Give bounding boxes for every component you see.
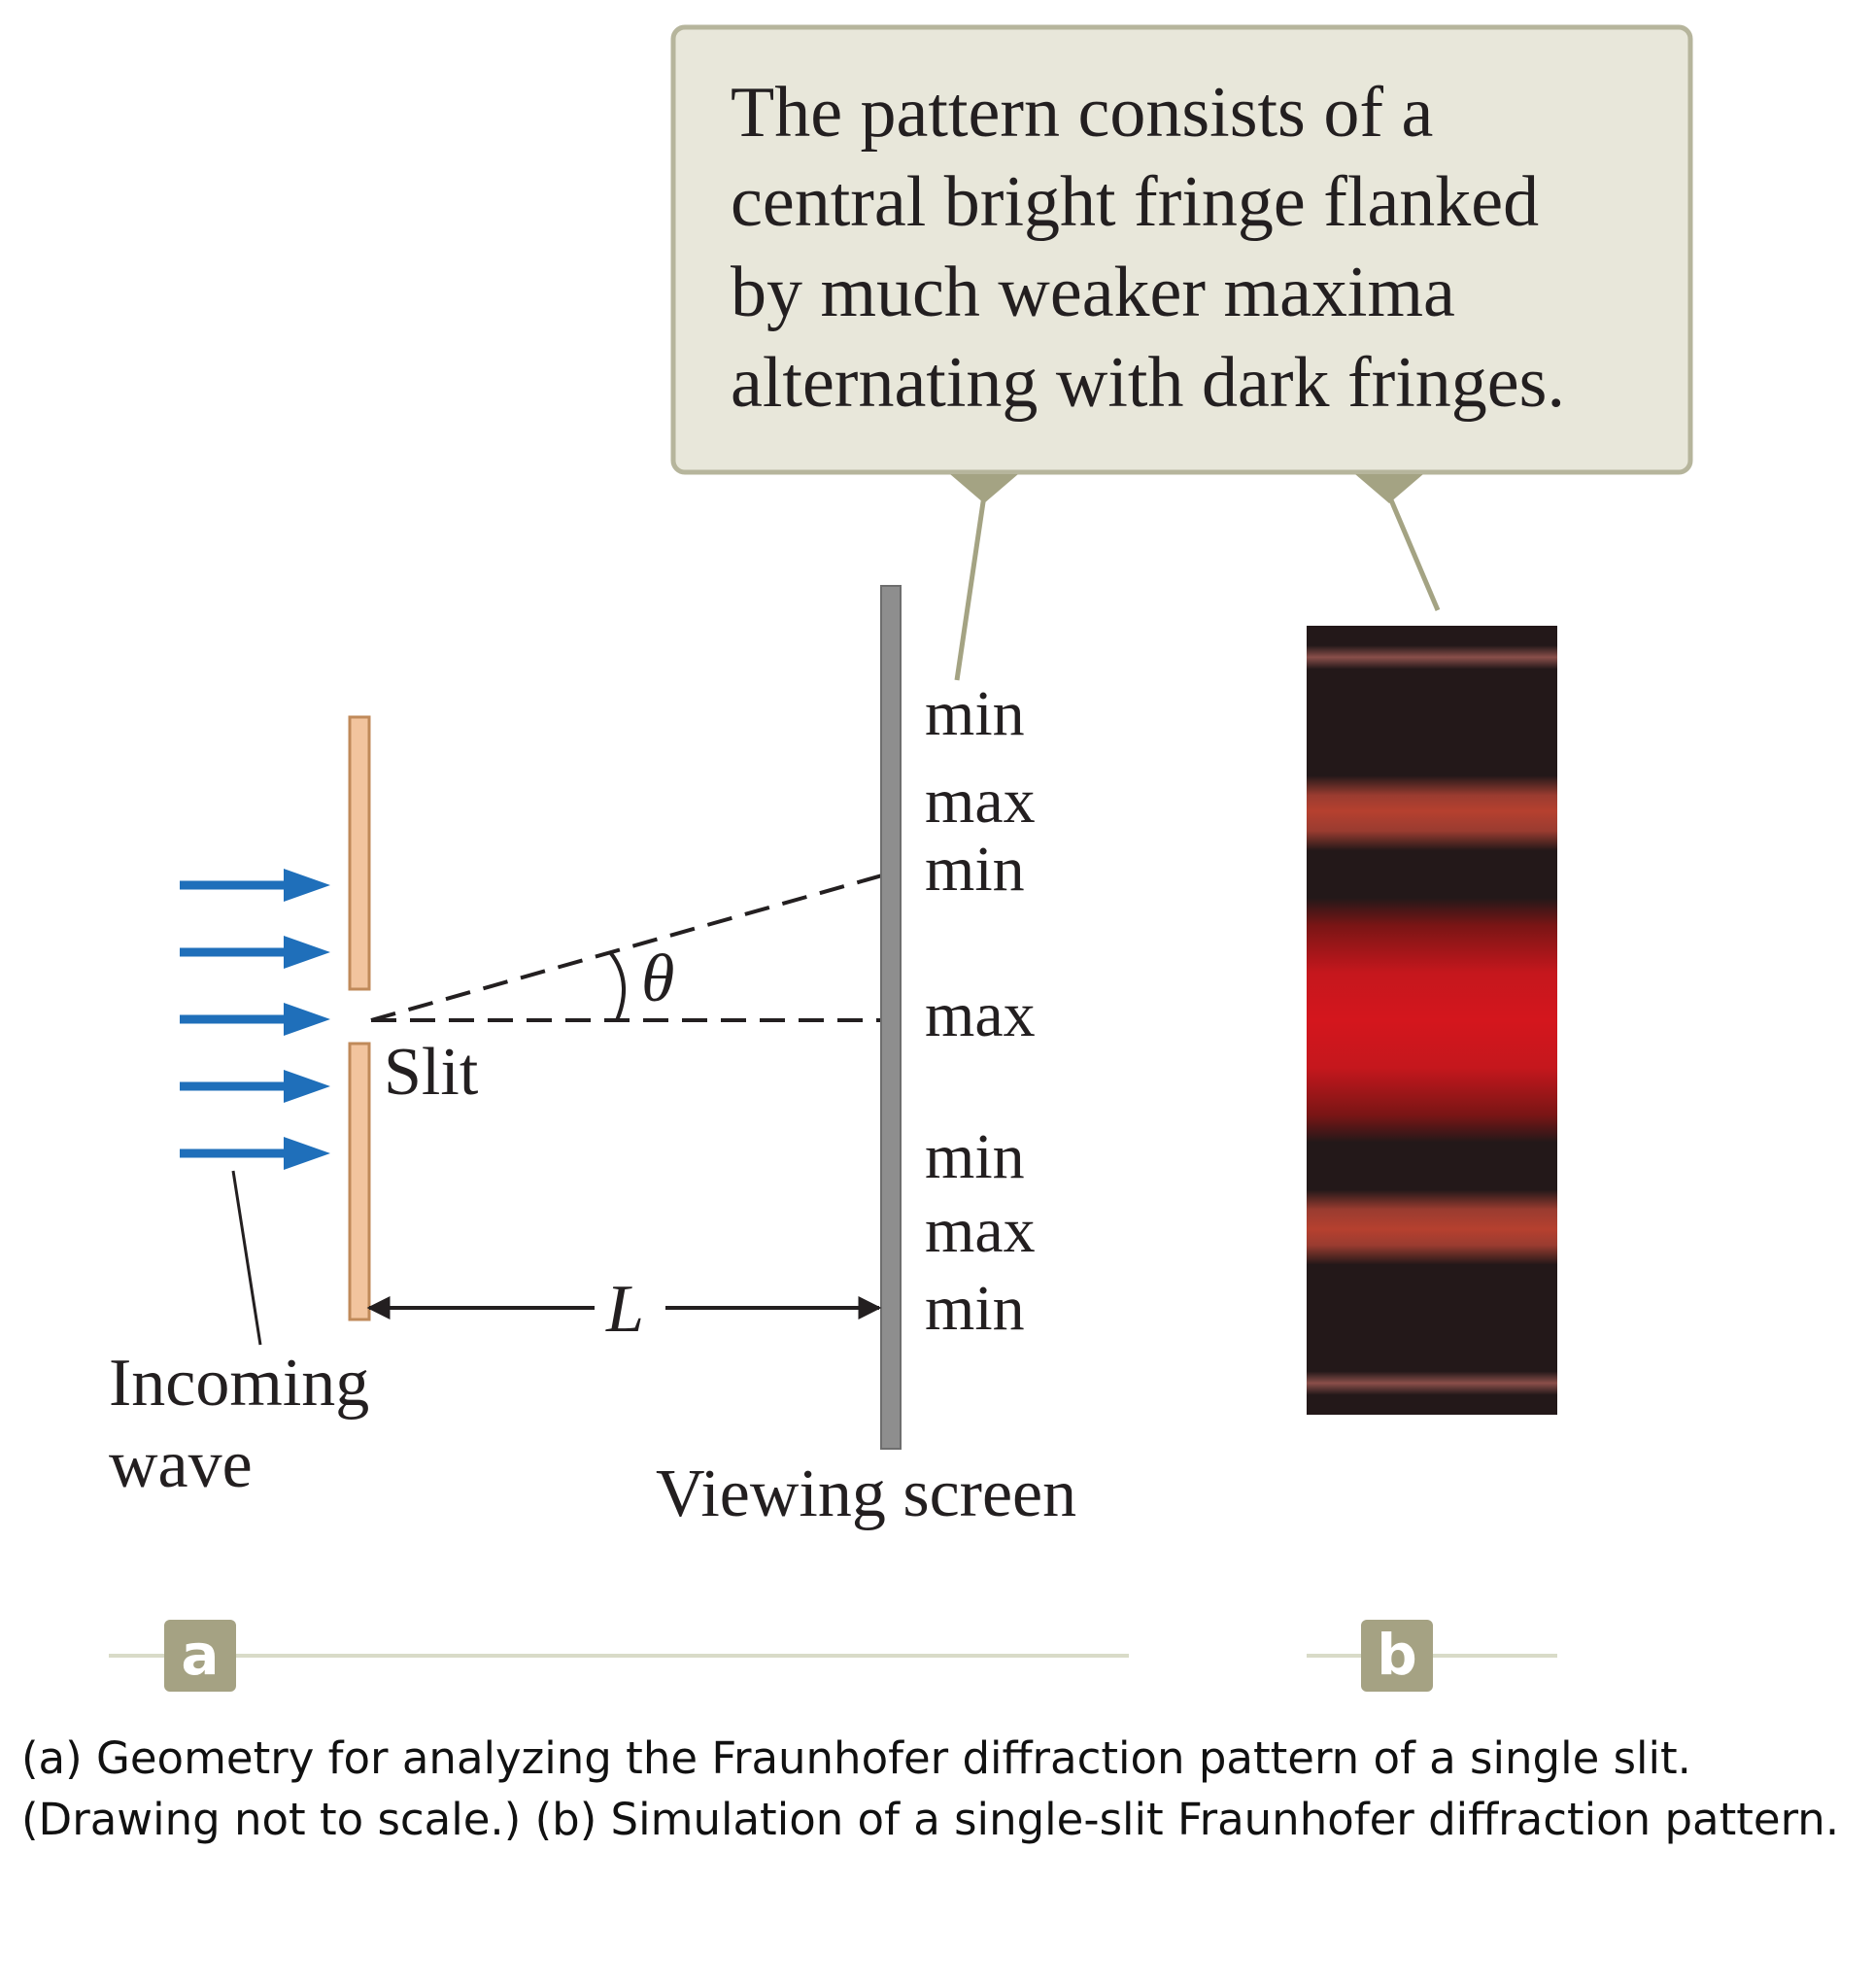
theta-label: θ — [641, 942, 674, 1016]
dashed-angle-line — [370, 874, 883, 1022]
wave-arrow-head — [284, 1003, 330, 1036]
callout-line-4: alternating with dark fringes. — [731, 343, 1565, 423]
panel-a-tag — [164, 1620, 236, 1692]
wave-arrow-head — [284, 1137, 330, 1170]
wave-arrow-head — [284, 1070, 330, 1103]
figure-caption: (a) Geometry for analyzing the Fraunhofe… — [21, 1732, 1840, 1845]
screen-marker-max-bottom: max — [925, 1195, 1036, 1266]
incoming-wave-label-line1: Incoming — [109, 1346, 369, 1421]
screen-marker-max-top: max — [925, 766, 1036, 837]
callout-line-3: by much weaker maxima — [731, 253, 1455, 332]
screen-marker-min-top-inner: min — [925, 834, 1025, 905]
callout: The pattern consists of a central bright… — [670, 24, 1693, 681]
panel-b-tag-label: b — [1377, 1622, 1417, 1688]
theta-arc — [608, 950, 627, 1021]
panel-a-tag-label: a — [181, 1622, 219, 1688]
callout-line-1: The pattern consists of a — [731, 73, 1433, 153]
diffraction-pattern — [1307, 626, 1557, 1415]
slit-barrier-top — [348, 715, 371, 991]
callout-line-2: central bright fringe flanked — [731, 162, 1539, 242]
wave-arrow-head — [284, 936, 330, 969]
screen-marker-min-bottom-outer: min — [925, 1273, 1025, 1344]
incoming-wave-arrows — [180, 869, 330, 1170]
callout-box — [670, 24, 1693, 475]
slit-barrier-bottom — [348, 1042, 371, 1321]
callout-leader-left — [954, 495, 987, 681]
callout-pointer-right — [1355, 474, 1423, 503]
slit-label: Slit — [384, 1035, 479, 1110]
screen-marker-min-top-outer: min — [925, 678, 1025, 749]
screen-marker-min-bottom-inner: min — [925, 1121, 1025, 1192]
callout-leader-right — [1386, 495, 1441, 611]
incoming-wave-label-line2: wave — [109, 1427, 253, 1502]
incoming-wave-leader — [231, 1170, 262, 1346]
panel-b-tag — [1361, 1620, 1433, 1692]
screen-marker-max-central: max — [925, 979, 1036, 1050]
wave-arrow-head — [284, 869, 330, 902]
distance-label: L — [605, 1272, 644, 1347]
callout-pointer-left — [950, 474, 1018, 503]
viewing-screen-label: Viewing screen — [656, 1457, 1076, 1531]
panel-a-geometry: θ Slit L min max min max min max min Inc… — [109, 585, 1129, 1692]
viewing-screen — [880, 585, 902, 1450]
panel-b-simulation: b — [1307, 626, 1557, 1692]
